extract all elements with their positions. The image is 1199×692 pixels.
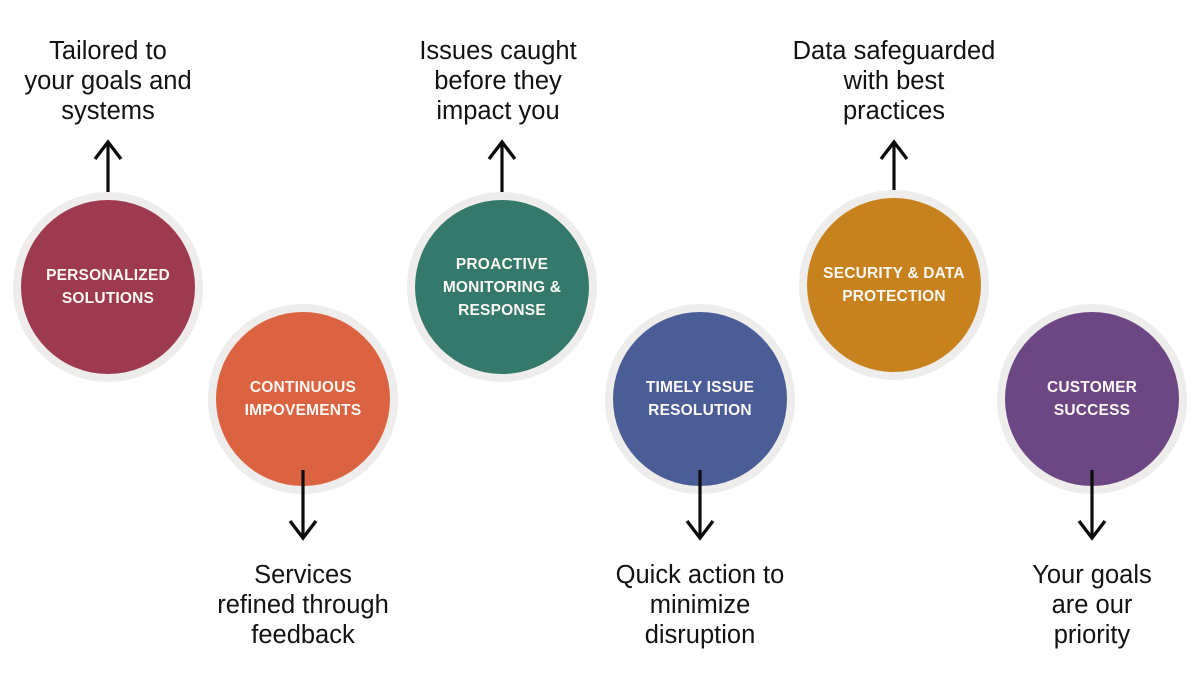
- node-disc-timely-issue-resolution[interactable]: TIMELY ISSUE RESOLUTION: [613, 312, 787, 486]
- caption-proactive-monitoring: Issues caught before they impact you: [419, 37, 577, 125]
- arrow-down-timely-issue-resolution: [685, 470, 715, 541]
- caption-customer-success: Your goals are our priority: [1032, 561, 1152, 649]
- node-label: CONTINUOUS IMPOVEMENTS: [244, 379, 362, 419]
- node-label: SECURITY & DATA PROTECTION: [823, 265, 965, 305]
- arrow-down-customer-success: [1077, 470, 1107, 541]
- caption-timely-issue-resolution: Quick action to minimize disruption: [615, 561, 785, 649]
- node-disc-proactive-monitoring[interactable]: PROACTIVE MONITORING & RESPONSE: [415, 200, 589, 374]
- arrow-down-continuous-improvements: [288, 470, 318, 541]
- caption-continuous-improvements: Services refined through feedback: [217, 561, 389, 649]
- node-label: CUSTOMER SUCCESS: [1046, 379, 1137, 419]
- caption-security-data-protection: Data safeguarded with best practices: [792, 37, 996, 125]
- node-disc-customer-success[interactable]: CUSTOMER SUCCESS: [1005, 312, 1179, 486]
- node-label: PROACTIVE MONITORING & RESPONSE: [442, 255, 562, 319]
- caption-personalized-solutions: Tailored to your goals and systems: [24, 37, 192, 125]
- node-label: PERSONALIZED SOLUTIONS: [46, 267, 170, 307]
- node-disc-security-data-protection[interactable]: SECURITY & DATA PROTECTION: [807, 198, 981, 372]
- node-label: TIMELY ISSUE RESOLUTION: [645, 379, 755, 419]
- node-disc-continuous-improvements[interactable]: CONTINUOUS IMPOVEMENTS: [216, 312, 390, 486]
- node-disc-personalized-solutions[interactable]: PERSONALIZED SOLUTIONS: [21, 200, 195, 374]
